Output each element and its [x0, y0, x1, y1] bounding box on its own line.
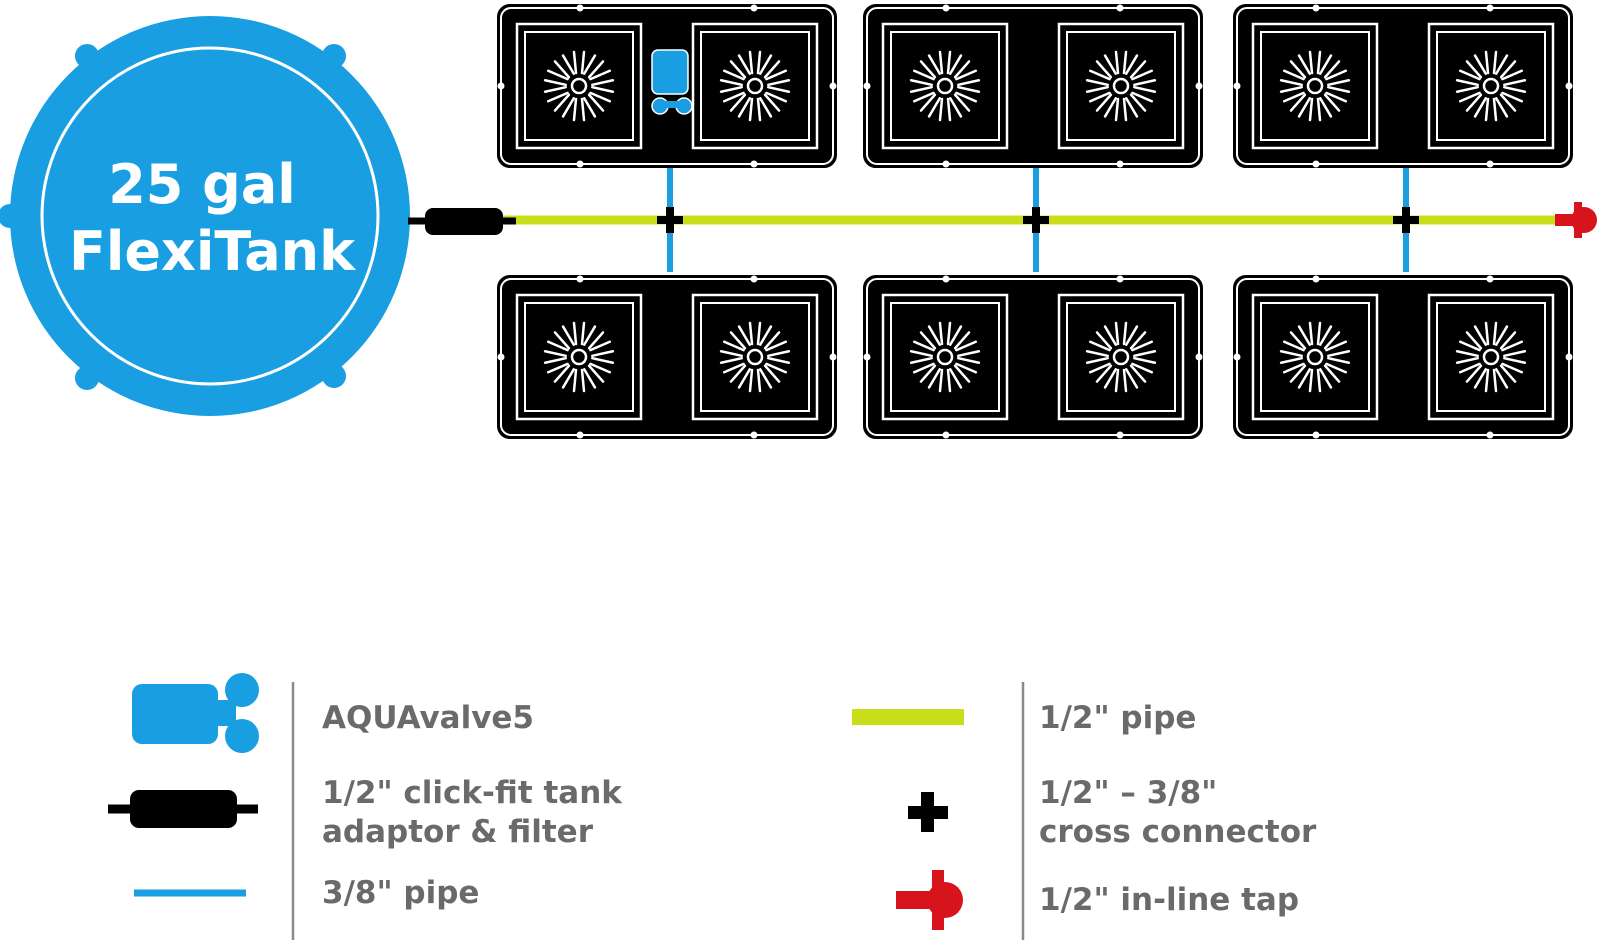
tank-adaptor-filter	[408, 208, 516, 235]
legend-cross-label-line1: 1/2" – 3/8"	[1039, 775, 1217, 811]
legend-inline-tap-label: 1/2" in-line tap	[1039, 882, 1299, 918]
tray-top-3	[1234, 5, 1573, 168]
legend-adaptor-label-line2: adaptor & filter	[322, 814, 594, 850]
aquavalve-icon	[651, 49, 693, 115]
flexitank: 25 gal FlexiTank	[0, 16, 410, 416]
legend-main-pipe-label: 1/2" pipe	[1039, 700, 1196, 736]
legend-cross-connector-icon	[908, 792, 948, 832]
legend-aquavalve-icon	[132, 673, 259, 753]
tank-capacity-label: 25 gal	[108, 153, 296, 216]
legend-tank-adaptor-filter-icon	[108, 790, 258, 828]
tank-name-label: FlexiTank	[69, 220, 356, 283]
legend: AQUAvalve5 1/2" click-fit tank adaptor &…	[108, 673, 1317, 940]
legend-aquavalve-label: AQUAvalve5	[322, 700, 534, 736]
inline-tap	[1555, 202, 1597, 238]
legend-small-pipe-label: 3/8" pipe	[322, 875, 479, 911]
tray-bottom-1	[498, 276, 837, 439]
legend-adaptor-label-line1: 1/2" click-fit tank	[322, 775, 623, 811]
tray-bottom-2	[864, 276, 1203, 439]
tray-top-2	[864, 5, 1203, 168]
tray-bottom-3	[1234, 276, 1573, 439]
legend-inline-tap-icon	[896, 870, 963, 930]
legend-cross-label-line2: cross connector	[1039, 814, 1317, 850]
